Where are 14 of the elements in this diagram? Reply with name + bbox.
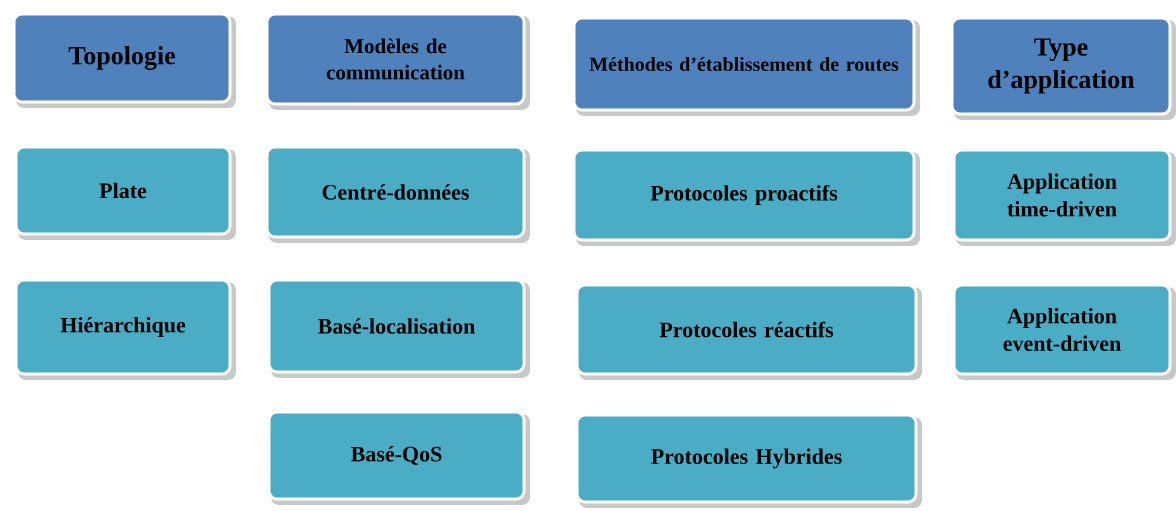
item-box: Application event-driven	[952, 283, 1176, 380]
category-box: Topologie	[12, 12, 236, 108]
item-box: Basé-QoS	[267, 410, 530, 505]
item-box: Application time-driven	[952, 148, 1176, 246]
category-box: Modèles de communication	[265, 12, 530, 110]
item-box: Protocoles proactifs	[572, 148, 920, 246]
item-box: Plate	[14, 145, 236, 240]
category-box: Type d’application	[950, 16, 1176, 120]
item-box: Basé-localisation	[267, 278, 530, 378]
item-box: Protocoles Hybrides	[575, 413, 922, 508]
item-box: Protocoles réactifs	[575, 283, 922, 380]
item-box: Centré-données	[265, 145, 530, 243]
item-box: Hiérarchique	[14, 278, 236, 380]
category-box: Méthodes d’établissement de routes	[572, 16, 920, 116]
